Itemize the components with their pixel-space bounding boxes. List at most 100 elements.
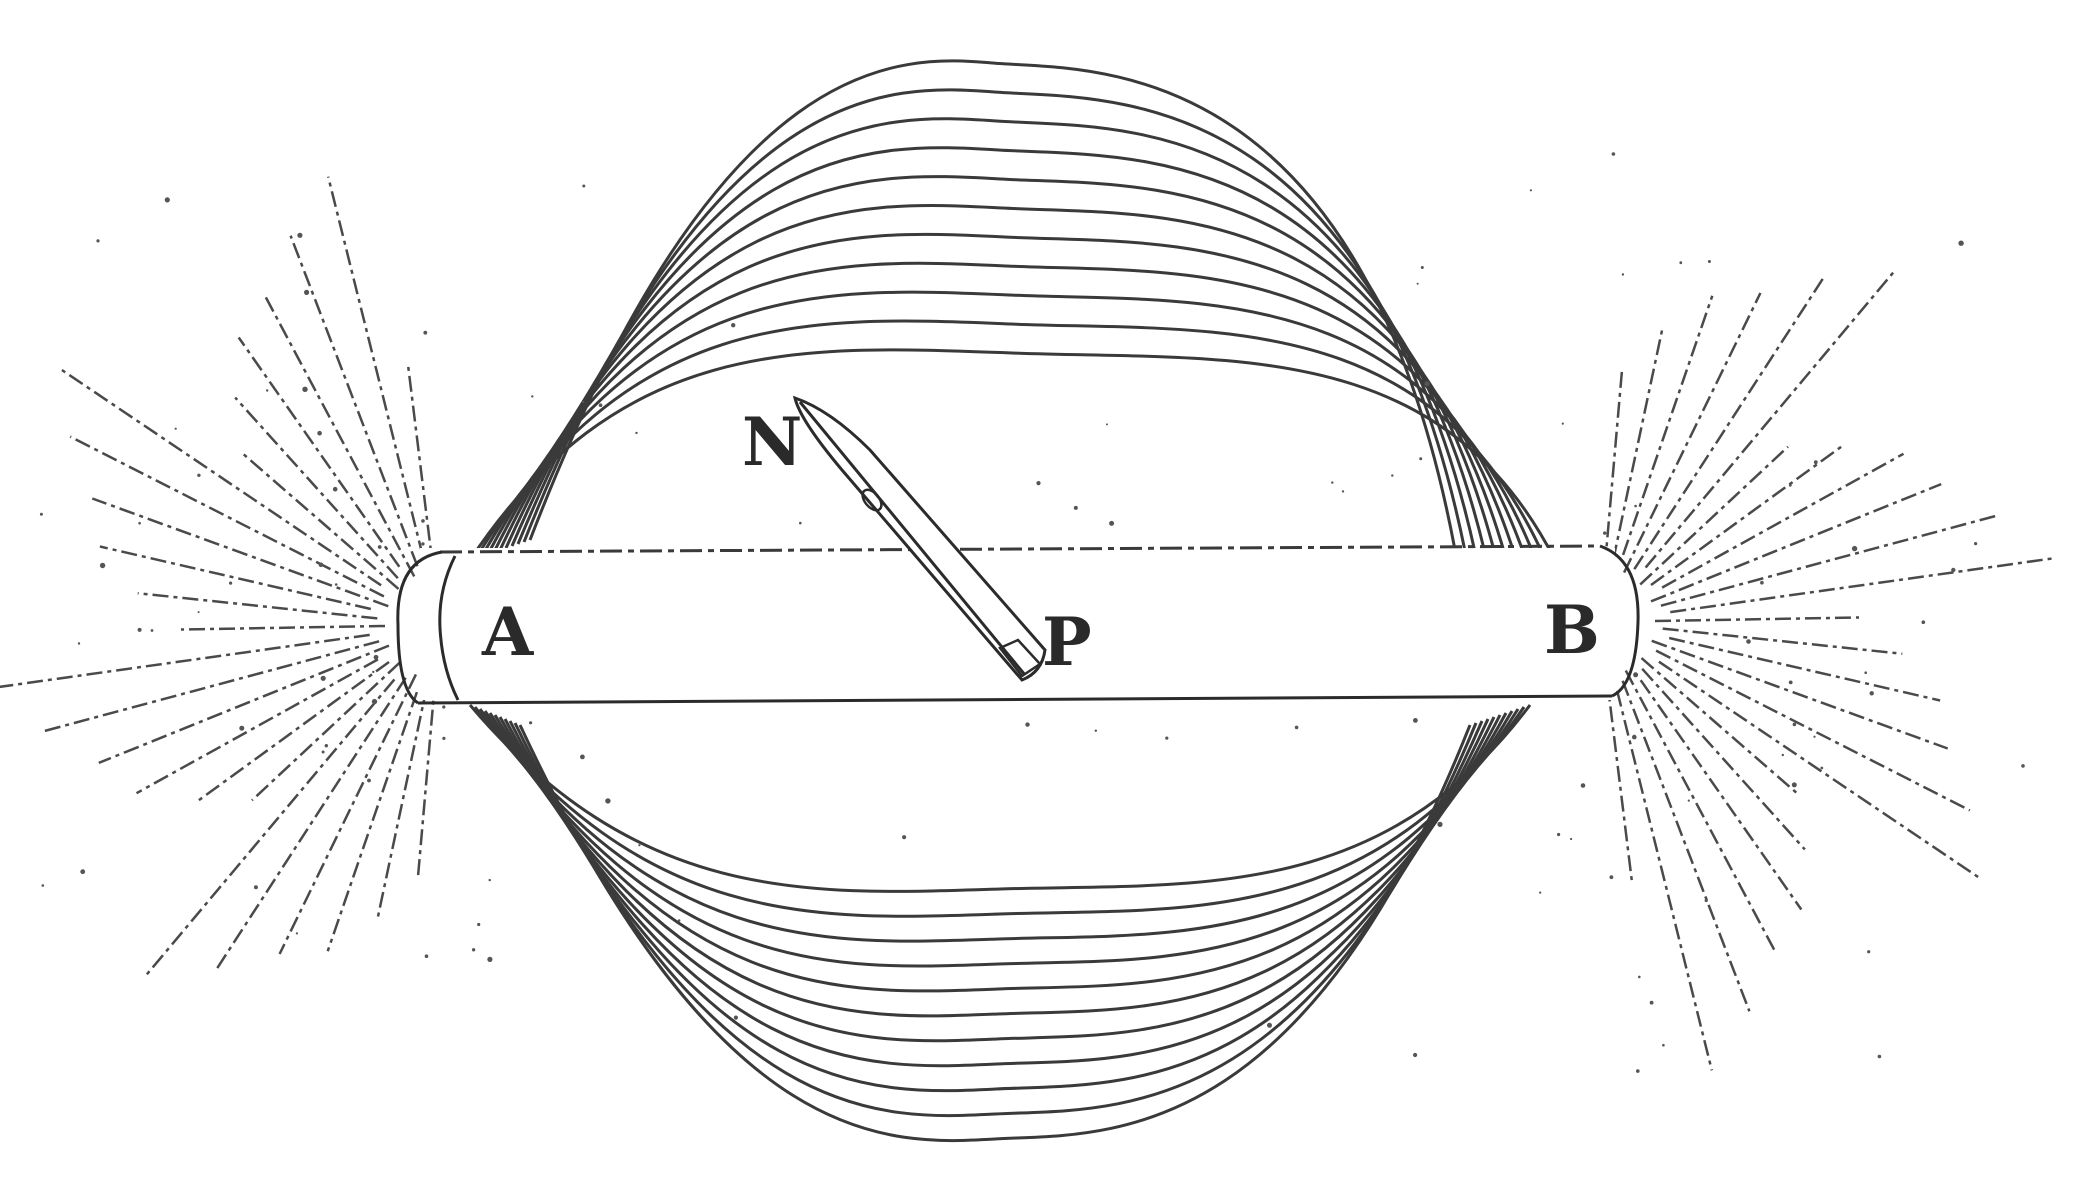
filing-speck <box>1424 381 1430 387</box>
pole-a-ray <box>137 591 378 620</box>
filing-speck <box>138 521 141 525</box>
filing-speck <box>1609 875 1614 880</box>
filing-speck <box>1611 152 1616 156</box>
filing-speck <box>39 512 43 516</box>
filing-speck <box>1864 671 1867 674</box>
pole-a-ray <box>237 336 401 568</box>
pole-a-ray <box>251 661 401 802</box>
pole-a-ray <box>135 658 379 795</box>
filing-speck <box>1877 1054 1882 1059</box>
pole-b-ray <box>1655 649 1971 812</box>
pole-a-ray <box>194 660 390 804</box>
pole-b-radial-lines <box>1603 271 2054 1071</box>
filing-speck <box>1106 423 1108 426</box>
filing-speck <box>1746 639 1751 644</box>
filing-speck <box>677 919 681 922</box>
filing-speck <box>164 197 170 203</box>
filing-speck <box>471 948 476 952</box>
field-line-lower <box>473 706 1526 918</box>
filing-speck <box>1958 240 1964 246</box>
field-line-lower <box>468 704 1532 893</box>
filing-speck <box>1813 735 1816 738</box>
filing-speck <box>1341 490 1345 493</box>
pole-b-ray <box>1624 670 1776 952</box>
filing-speck <box>1649 1000 1654 1005</box>
filing-speck <box>1420 266 1424 269</box>
filing-speck <box>317 430 322 436</box>
filing-speck <box>1792 722 1797 727</box>
pole-a-label: A <box>481 593 534 671</box>
filing-speck <box>1781 753 1785 757</box>
pole-a-ray <box>98 644 390 765</box>
field-lines-top <box>468 59 1557 561</box>
filing-speck <box>297 232 303 238</box>
filing-speck <box>1632 734 1637 740</box>
filing-speck <box>487 956 493 963</box>
filing-speck <box>1413 718 1418 723</box>
field-line-upper <box>528 59 1457 551</box>
pole-b-ray <box>1639 679 1803 911</box>
pole-b-ray <box>1661 452 1905 589</box>
pole-a-ray <box>326 691 419 952</box>
pole-b-ray <box>1621 680 1751 1012</box>
filing-speck <box>1603 531 1607 535</box>
filing-speck <box>174 427 177 430</box>
filing-speck <box>321 750 325 754</box>
needle-north-label: N <box>742 403 802 481</box>
magnet-bottom-edge <box>417 694 1613 705</box>
filing-speck <box>197 473 201 477</box>
filing-speck <box>1636 1069 1640 1073</box>
filing-speck <box>266 389 269 392</box>
filing-speck <box>442 705 446 709</box>
filing-speck <box>1416 282 1419 285</box>
field-line-upper <box>516 117 1477 553</box>
pole-a-ray <box>69 435 385 598</box>
filing-speck <box>529 721 533 725</box>
field-line-upper <box>522 88 1467 552</box>
pole-b-ray <box>1654 616 1860 623</box>
pole-a-ray <box>234 396 399 580</box>
filing-speck <box>295 932 298 935</box>
pole-b-ray <box>1622 292 1762 574</box>
pole-b-ray <box>1641 667 1806 851</box>
filing-speck <box>423 330 428 335</box>
filing-speck <box>80 869 86 875</box>
compass-needle <box>792 395 1047 682</box>
filing-speck <box>1951 567 1956 573</box>
field-line-upper <box>480 290 1537 559</box>
compass-needle-body <box>792 395 1047 682</box>
pole-a-ray <box>242 452 400 590</box>
filing-speck <box>1036 481 1041 486</box>
filing-speck <box>638 844 641 847</box>
pole-b-ray <box>1639 445 1789 586</box>
filing-speck <box>799 521 802 525</box>
filing-speck <box>1294 725 1299 730</box>
filing-speck <box>367 778 371 783</box>
pole-a-radial-lines <box>0 176 437 976</box>
filing-speck <box>488 878 491 882</box>
filing-speck <box>1760 580 1764 585</box>
filing-speck <box>1557 832 1561 837</box>
pole-b-ray <box>1640 657 1798 795</box>
filing-speck <box>253 885 258 890</box>
field-line-upper <box>504 175 1497 555</box>
filing-speck <box>424 954 429 958</box>
field-line-upper <box>486 261 1527 558</box>
filing-speck <box>1820 766 1824 770</box>
filing-speck <box>77 642 81 645</box>
field-line-lower <box>478 708 1520 943</box>
field-line-lower <box>508 720 1484 1093</box>
pole-a-ray <box>289 235 419 567</box>
pole-b-ray <box>1633 276 1825 570</box>
filing-speck <box>580 754 585 760</box>
filing-speck <box>1634 504 1637 508</box>
pole-b-ray <box>1621 295 1714 556</box>
filing-speck <box>731 323 736 328</box>
filing-speck <box>1638 975 1641 979</box>
filing-speck <box>332 486 338 492</box>
filing-speck <box>1791 782 1797 788</box>
pole-a-ray <box>406 363 435 571</box>
field-line-upper <box>492 232 1517 557</box>
filing-speck <box>1165 736 1169 740</box>
pole-a-ray <box>145 678 396 976</box>
